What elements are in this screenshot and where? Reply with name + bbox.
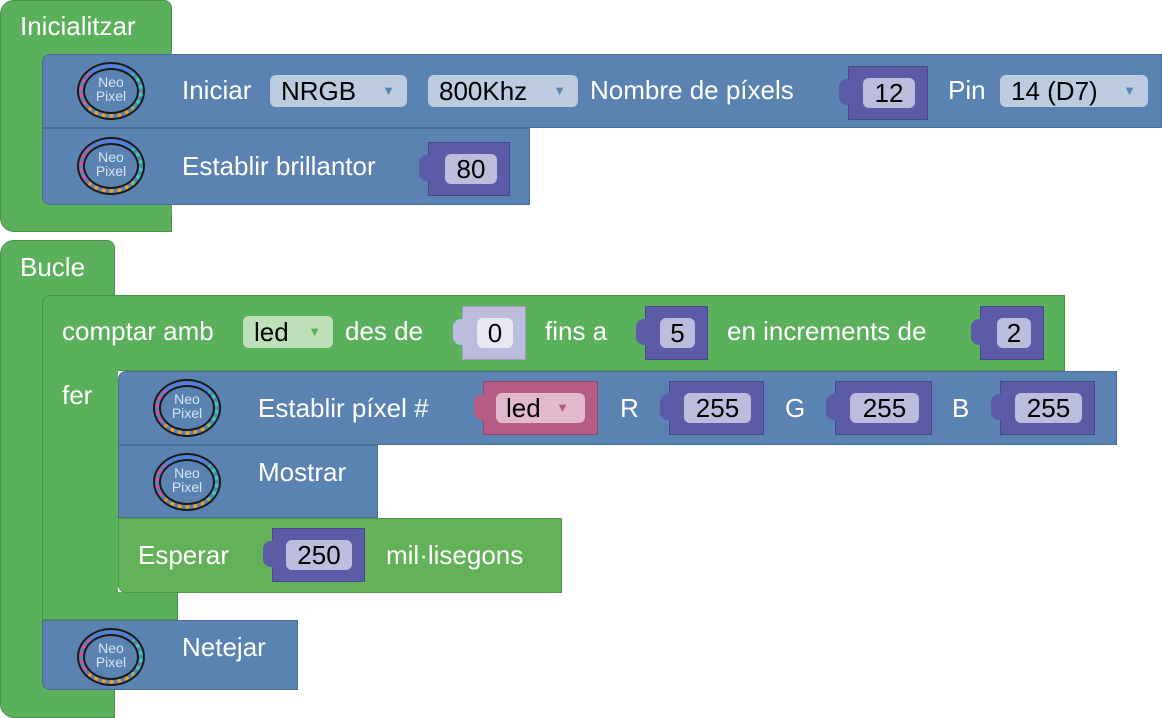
- dropdown-arrow-icon: ▼: [556, 400, 569, 415]
- show-label: Mostrar: [258, 457, 347, 487]
- init-label: Inicialitzar: [20, 11, 136, 41]
- pixel-var-value: led: [506, 393, 541, 423]
- b-input[interactable]: 255: [1015, 393, 1082, 423]
- for-label: comptar amb: [62, 316, 214, 346]
- to-input[interactable]: 5: [660, 318, 695, 348]
- wait-label: Esperar: [138, 540, 230, 570]
- loop-label: Bucle: [20, 252, 86, 282]
- b-label: B: [952, 393, 970, 423]
- b-number-block[interactable]: 255: [991, 381, 1095, 435]
- step-input[interactable]: 2: [997, 318, 1031, 348]
- set-pixel-label: Establir píxel #: [258, 393, 429, 423]
- pin-label: Pin: [948, 75, 986, 105]
- neopixel-begin-block[interactable]: [42, 54, 1162, 128]
- for-block[interactable]: [42, 295, 1065, 371]
- g-number-block[interactable]: 255: [826, 381, 932, 435]
- freq-dropdown[interactable]: 800Khz ▼: [428, 75, 578, 107]
- clear-block[interactable]: [42, 620, 298, 690]
- dropdown-arrow-icon: ▼: [382, 83, 395, 98]
- from-input[interactable]: 0: [477, 318, 513, 348]
- brightness-number-block[interactable]: 80: [419, 142, 510, 196]
- dropdown-arrow-icon: ▼: [553, 83, 566, 98]
- type-dropdown[interactable]: NRGB ▼: [270, 75, 407, 107]
- dropdown-arrow-icon: ▼: [1123, 83, 1136, 98]
- loop-var-value: led: [254, 317, 289, 347]
- pin-dropdown[interactable]: 14 (D7) ▼: [1000, 75, 1148, 107]
- pixel-var-dropdown[interactable]: led ▼: [496, 393, 585, 423]
- from-number-block[interactable]: 0: [453, 306, 526, 360]
- g-label: G: [785, 393, 806, 423]
- brightness-input[interactable]: 80: [445, 154, 497, 184]
- begin-label: Iniciar: [182, 75, 252, 105]
- to-number-block[interactable]: 5: [636, 306, 708, 360]
- loop-var-dropdown[interactable]: led ▼: [243, 316, 333, 348]
- pixel-var-block[interactable]: led ▼: [474, 381, 598, 435]
- do-label: fer: [62, 380, 93, 410]
- step-label: en increments de: [727, 316, 927, 346]
- set-pixel-block[interactable]: [118, 371, 1117, 445]
- clear-label: Netejar: [182, 632, 266, 662]
- r-number-block[interactable]: 255: [660, 381, 764, 435]
- r-label: R: [620, 393, 639, 423]
- step-number-block[interactable]: 2: [971, 306, 1044, 360]
- wait-input[interactable]: 250: [286, 540, 352, 570]
- pixels-number-block[interactable]: 12: [839, 66, 928, 120]
- pixels-input[interactable]: 12: [863, 78, 915, 108]
- to-label: fins a: [545, 316, 608, 346]
- freq-value: 800Khz: [439, 76, 528, 106]
- brightness-label: Establir brillantor: [182, 151, 376, 181]
- g-input[interactable]: 255: [850, 393, 919, 423]
- wait-unit-label: mil·lisegons: [386, 540, 524, 570]
- wait-number-block[interactable]: 250: [263, 528, 365, 582]
- dropdown-arrow-icon: ▼: [308, 324, 321, 339]
- r-input[interactable]: 255: [684, 393, 751, 423]
- type-value: NRGB: [281, 76, 357, 106]
- pixels-label: Nombre de píxels: [590, 75, 794, 105]
- from-label: des de: [345, 316, 424, 346]
- pin-value: 14 (D7): [1011, 76, 1098, 106]
